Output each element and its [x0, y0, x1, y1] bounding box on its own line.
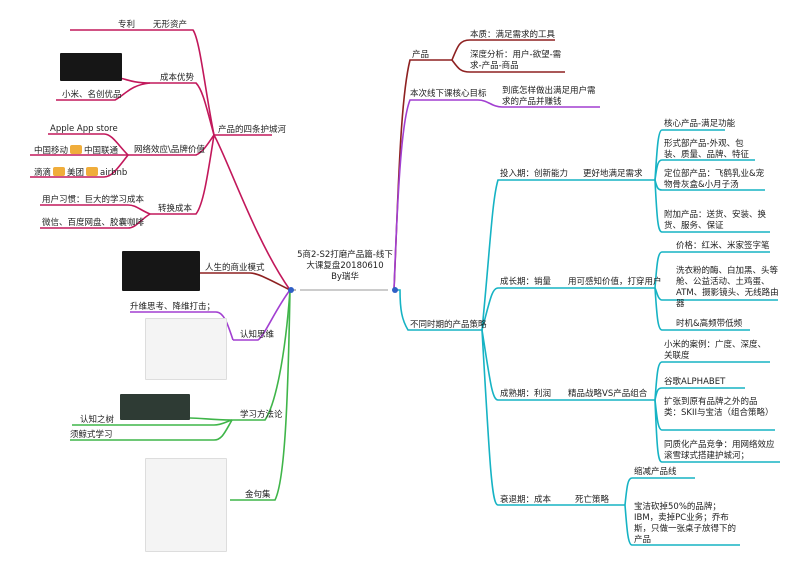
network-effect-node[interactable]: 网络效应\品牌价值 — [134, 145, 205, 155]
mature-stage-node[interactable]: 成熟期：利润 — [500, 389, 552, 399]
moats-title[interactable]: 产品的四条护城河 — [218, 125, 287, 135]
strategy-branch-lines — [394, 129, 780, 546]
center-node[interactable]: 5商2-S2打磨产品篇-线下 大课复盘20180610 By瑞华 — [293, 250, 397, 283]
goal-branch-lines — [393, 99, 600, 291]
center-title-line1: 5商2-S2打磨产品篇-线下 — [297, 250, 393, 260]
patent-node[interactable]: 专利 — [118, 20, 136, 30]
cognition-tree-node[interactable]: 认知之树 — [80, 415, 115, 425]
product-essence-node[interactable]: 本质：满足需求的工具 — [470, 30, 556, 40]
cost-advantage-node[interactable]: 成本优势 — [160, 73, 195, 83]
learning-tree-image — [120, 394, 190, 420]
china-unicom-label: 中国联通 — [84, 146, 119, 156]
center-right-dot — [392, 287, 398, 293]
invest-item-1[interactable]: 形式部产品-外观、包装、质量、品牌、特征 — [664, 139, 750, 160]
apple-app-store-node[interactable]: Apple App store — [50, 124, 118, 134]
cost-advantage-image — [60, 53, 122, 81]
mature-item-0[interactable]: 小米的案例：广度、深度、关联度 — [664, 340, 767, 361]
growth-mid-node[interactable]: 用可感知价值，打穿用户 — [568, 277, 662, 287]
invest-item-3[interactable]: 附加产品：送货、安装、换货、服务、保证 — [664, 210, 767, 231]
invest-mid-node[interactable]: 更好地满足需求 — [583, 169, 643, 179]
cognition-node[interactable]: 认知思维 — [240, 330, 275, 340]
growth-item-0[interactable]: 价格：红米、米家签字笔 — [676, 241, 770, 251]
moats-branch-lines — [30, 29, 291, 291]
goal-text-node[interactable]: 到底怎样做出满足用户需求的产品并赚钱 — [502, 86, 596, 107]
learning-lines — [70, 289, 291, 501]
dimension-thinking-node[interactable]: 升维思考、降维打击； — [130, 302, 216, 312]
decline-item-0[interactable]: 缩减产品线 — [634, 467, 677, 477]
mature-mid-node[interactable]: 精品战略VS产品组合 — [568, 389, 648, 399]
center-title-line2: 大课复盘20180610 — [306, 261, 384, 271]
growth-item-2[interactable]: 时机&高频带低频 — [676, 319, 743, 329]
apps-example-node[interactable]: 微信、百度网盘、胶囊咖啡 — [42, 218, 145, 228]
goal-node[interactable]: 本次线下课核心目标 — [410, 89, 487, 99]
invest-stage-node[interactable]: 投入期：创新能力 — [500, 169, 569, 179]
strategy-node[interactable]: 不同时期的产品策略 — [410, 320, 487, 330]
decline-stage-node[interactable]: 衰退期：成本 — [500, 495, 552, 505]
didi-label: 滴滴 — [34, 168, 52, 178]
business-model-node[interactable]: 人生的商业模式 — [205, 263, 265, 273]
user-habit-node[interactable]: 用户习惯：巨大的学习成本 — [42, 195, 145, 205]
quotes-node[interactable]: 金句集 — [245, 490, 271, 500]
arrow-badge-icon — [53, 167, 66, 176]
mature-item-3[interactable]: 同质化产品竞争：用网络效应滚雪球式搭建护城河； — [664, 440, 775, 461]
whale-learning-node[interactable]: 须鲸式学习 — [70, 430, 113, 440]
invest-item-0[interactable]: 核心产品-满足功能 — [664, 119, 736, 129]
switching-cost-node[interactable]: 转换成本 — [158, 204, 193, 214]
china-mobile-label: 中国移动 — [34, 146, 69, 156]
telecom-node[interactable]: 中国移动 中国联通 — [34, 145, 118, 157]
product-branch-lines — [393, 39, 565, 291]
business-model-image — [122, 251, 200, 291]
invest-item-2[interactable]: 定位部产品：飞鹤乳业&宠物骨灰盒&小月子汤 — [664, 169, 765, 190]
center-title-line3: By瑞华 — [331, 272, 359, 282]
mature-item-1[interactable]: 谷歌ALPHABET — [664, 377, 726, 387]
growth-item-1[interactable]: 洗衣粉的酶、白加黑、头等舱、公益活动、土鸡蛋、ATM、摄影镜头、无线路由器 — [676, 266, 779, 309]
cognition-notes-image — [145, 318, 227, 380]
quotes-image — [145, 458, 227, 552]
airbnb-label: airbnb — [100, 168, 128, 178]
intangible-assets-node[interactable]: 无形资产 — [153, 20, 188, 30]
arrow-badge-icon — [70, 145, 83, 154]
mature-item-2[interactable]: 扩张到原有品牌之外的品类：SKII与宝洁（组合策略） — [664, 397, 774, 418]
platform-node[interactable]: 滴滴 美团 airbnb — [34, 167, 127, 179]
product-node[interactable]: 产品 — [412, 50, 430, 60]
meituan-label: 美团 — [67, 168, 85, 178]
product-analysis-node[interactable]: 深度分析：用户-欲望-需求-产品-商品 — [470, 50, 562, 71]
business-model-line — [200, 272, 291, 291]
growth-stage-node[interactable]: 成长期：销量 — [500, 277, 552, 287]
learning-method-node[interactable]: 学习方法论 — [240, 410, 283, 420]
center-left-dot — [288, 287, 294, 293]
decline-item-1[interactable]: 宝洁砍掉50%的品牌；IBM，卖掉PC业务；乔布斯，只做一张桌子放得下的产品 — [634, 502, 737, 545]
cost-example-node[interactable]: 小米、名创优品 — [62, 90, 122, 100]
arrow-badge-icon — [86, 167, 99, 176]
decline-mid-node[interactable]: 死亡策略 — [575, 495, 610, 505]
